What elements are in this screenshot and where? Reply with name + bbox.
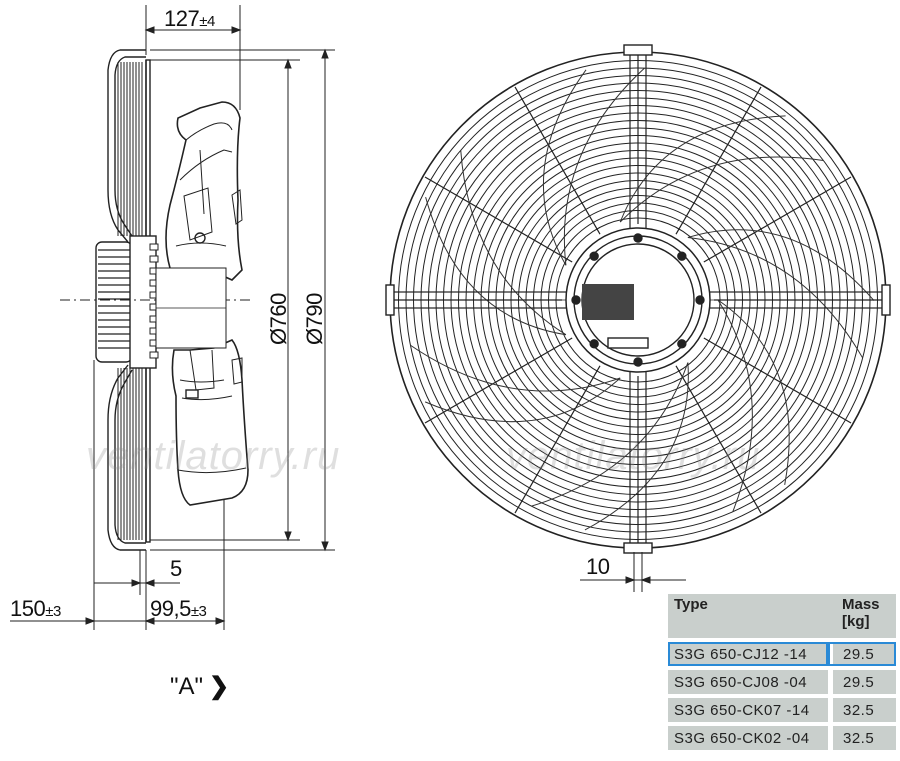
watermark-right: ventilatorry.ru <box>506 434 761 478</box>
type-cell: S3G 650-CK07 -14 <box>668 698 828 722</box>
dim-127-label: 127±4 <box>164 6 215 31</box>
mass-cell: 32.5 <box>828 726 896 750</box>
type-cell: S3G 650-CJ08 -04 <box>668 670 828 694</box>
table-header-type: Type <box>668 594 828 638</box>
dim-150-label: 150±3 <box>10 596 61 621</box>
front-view <box>385 44 891 554</box>
watermark-left: ventilatorry.ru <box>86 434 341 478</box>
type-cell: S3G 650-CK02 -04 <box>668 726 828 750</box>
view-a-text: "A" <box>170 673 204 700</box>
dim-760-label: Ø760 <box>266 293 291 345</box>
mass-cell: 29.5 <box>828 642 896 666</box>
side-dimensions <box>10 5 335 630</box>
front-dimensions <box>580 552 686 592</box>
dim-790-label: Ø790 <box>302 293 327 345</box>
chevron-right-icon: ❯ <box>209 673 230 700</box>
dim-10-label: 10 <box>586 554 610 579</box>
table-header-mass: Mass [kg] <box>828 594 896 638</box>
mass-cell: 29.5 <box>828 670 896 694</box>
mass-cell: 32.5 <box>828 698 896 722</box>
dim-5-label: 5 <box>170 556 182 581</box>
type-cell: S3G 650-CJ12 -14 <box>668 642 828 666</box>
dim-99-5-label: 99,5±3 <box>150 596 207 621</box>
view-a-label: "A"❯ <box>170 672 229 701</box>
side-view <box>60 49 250 551</box>
